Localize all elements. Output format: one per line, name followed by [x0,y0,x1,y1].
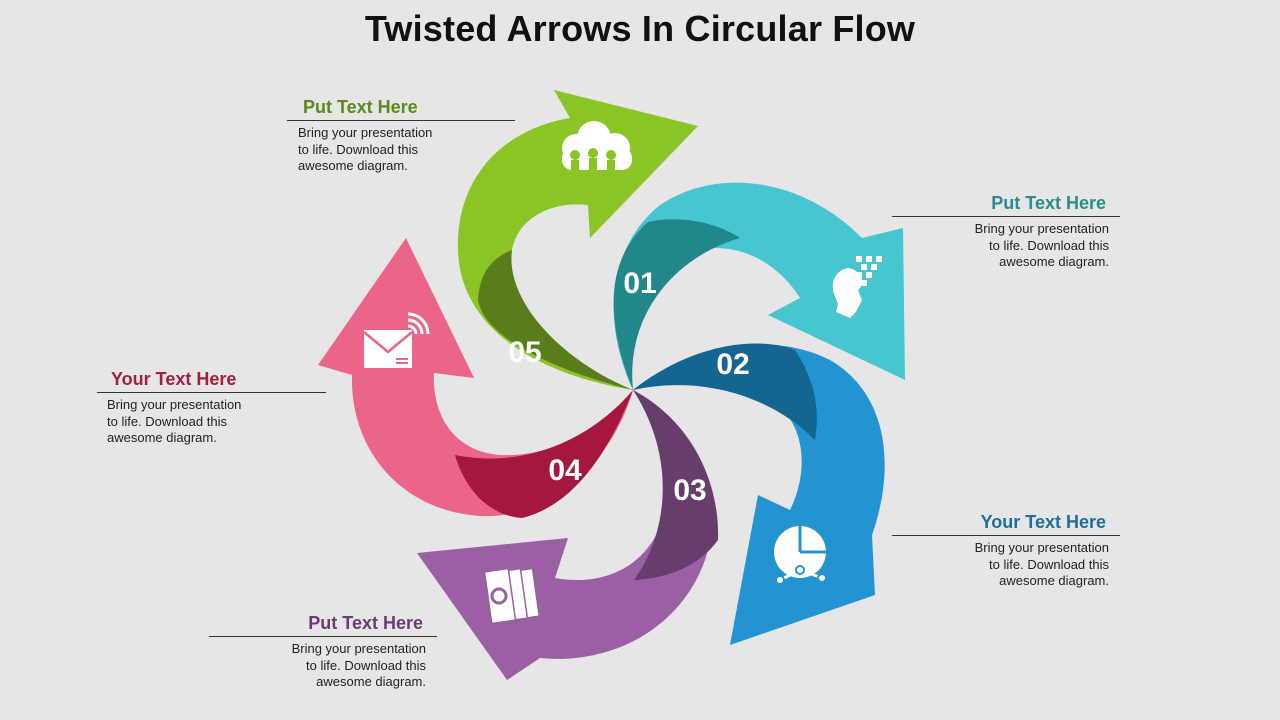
team-cloud-icon [562,121,632,172]
step-number-01: 01 [623,267,656,300]
pie-chart-icon [774,526,827,585]
text-block-heading: Put Text Here [209,613,437,637]
documents-icon [483,567,541,625]
step-number-03: 03 [673,474,706,507]
arrow-01 [613,182,905,390]
text-block-heading: Put Text Here [892,193,1120,217]
text-block-04: Your Text Here Bring your presentation t… [97,369,326,447]
text-block-body: Bring your presentation to life. Downloa… [974,221,1109,269]
text-block-heading: Your Text Here [892,512,1120,536]
text-block-03: Put Text Here Bring your presentation to… [209,613,437,691]
text-block-heading: Your Text Here [97,369,326,393]
text-block-heading: Put Text Here [287,97,515,121]
page-title: Twisted Arrows In Circular Flow [364,8,916,49]
step-number-05: 05 [508,336,541,369]
text-block-body: Bring your presentation to life. Downloa… [974,540,1109,588]
text-block-01: Put Text Here Bring your presentation to… [892,193,1120,271]
text-block-02: Your Text Here Bring your presentation t… [892,512,1120,590]
head-pixels-icon [832,256,882,318]
mail-signal-icon [363,312,430,368]
text-block-body: Bring your presentation to life. Downloa… [298,125,433,173]
arrow-04 [318,238,633,518]
arrow-02 [633,343,885,645]
step-number-02: 02 [716,348,749,381]
text-block-05: Put Text Here Bring your presentation to… [287,97,515,175]
arrow-05 [457,90,698,390]
text-block-body: Bring your presentation to life. Downloa… [107,397,242,445]
arrow-03 [417,390,719,680]
step-number-04: 04 [548,454,582,487]
text-block-body: Bring your presentation to life. Downloa… [291,641,426,689]
